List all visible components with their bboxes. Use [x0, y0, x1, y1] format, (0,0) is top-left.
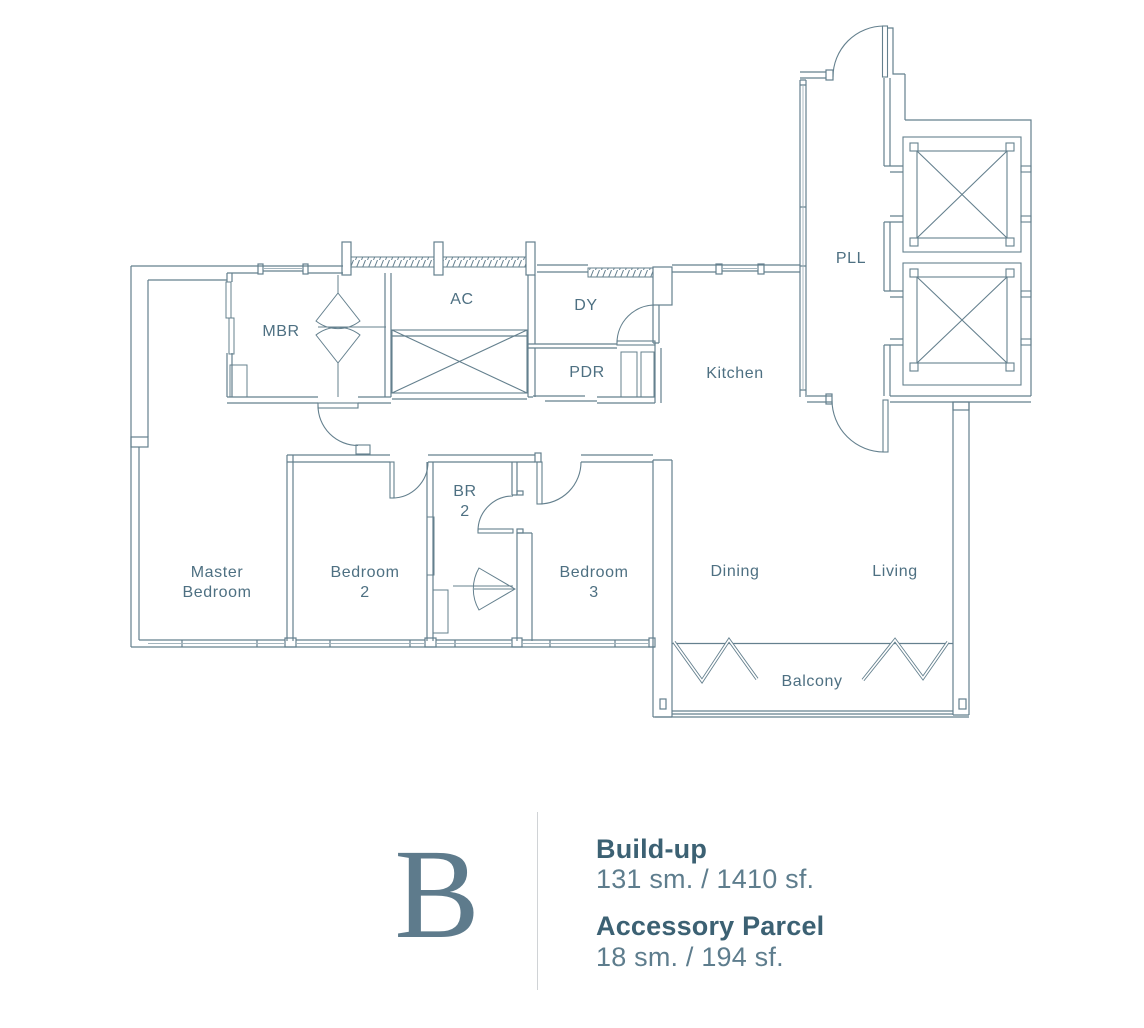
bedroom2-door-arc: [391, 461, 429, 499]
build-up-label: Build-up: [596, 834, 708, 864]
room-label-bedroom3-1: Bedroom: [559, 564, 628, 581]
balcony-folding-doors: [672, 637, 950, 684]
room-label-mbr: MBR: [262, 323, 299, 340]
bedroom3-door-leaf: [536, 461, 543, 505]
window-glazing-lines: [148, 85, 804, 644]
room-label-kitchen: Kitchen: [706, 365, 764, 382]
pll-door-leaf: [881, 25, 889, 78]
accessory-parcel-value: 18 sm. / 194 sf.: [596, 941, 784, 972]
room-label-balcony: Balcony: [781, 673, 842, 690]
bedroom2-door-leaf: [389, 461, 395, 499]
br2-door-leaf: [477, 528, 514, 534]
unit-legend: Build-up 131 sm. / 1410 sf. Accessory Pa…: [596, 834, 1016, 989]
unit-letter: B: [394, 823, 480, 965]
elevator-shaft-2-icon: [902, 262, 1032, 386]
bedroom3-door-arc: [538, 461, 582, 505]
room-label-living: Living: [872, 563, 917, 580]
ac-duct-icon: [391, 329, 528, 394]
room-label-bedroom2-1: Bedroom: [330, 564, 399, 581]
pll-door-arc: [832, 25, 885, 78]
entry-door-leaf: [882, 399, 889, 453]
bath-fixtures: [225, 275, 655, 634]
br2-door-arc: [477, 495, 514, 532]
accessory-parcel-label: Accessory Parcel: [596, 911, 825, 942]
room-label-master-bedroom-1: Master: [191, 564, 244, 581]
room-label-pll: PLL: [836, 250, 866, 267]
room-label-bedroom2-2: 2: [360, 584, 370, 601]
master-bath-door-leaf: [317, 402, 359, 409]
room-label-dining: Dining: [711, 563, 760, 580]
shower-door-fan-icon: [315, 326, 361, 397]
shower-door-fan-icon: [453, 567, 516, 611]
room-label-master-bedroom-2: Bedroom: [182, 584, 251, 601]
room-label-pdr: PDR: [569, 364, 605, 381]
elevator-shaft-1-icon: [902, 136, 1032, 253]
door-swings: [317, 25, 889, 534]
master-bath-door-arc: [317, 405, 359, 447]
room-labels: MBR AC DY PDR Kitchen PLL Master Bedroom…: [182, 250, 917, 690]
dy-door-leaf: [616, 340, 656, 346]
floorplan-drawing: MBR AC DY PDR Kitchen PLL Master Bedroom…: [130, 25, 1032, 718]
legend-divider: [537, 812, 538, 990]
entry-door-arc: [831, 399, 885, 453]
dy-door-arc: [616, 304, 656, 344]
room-label-dy: DY: [574, 297, 597, 314]
room-label-br2-1: BR: [453, 483, 476, 500]
room-label-ac: AC: [450, 291, 473, 308]
room-label-br2-2: 2: [460, 503, 470, 520]
shower-door-fan-icon: [315, 275, 361, 330]
room-label-bedroom3-2: 3: [589, 584, 599, 601]
wall-hatch-bands: [350, 256, 654, 278]
build-up-value: 131 sm. / 1410 sf.: [596, 864, 815, 895]
